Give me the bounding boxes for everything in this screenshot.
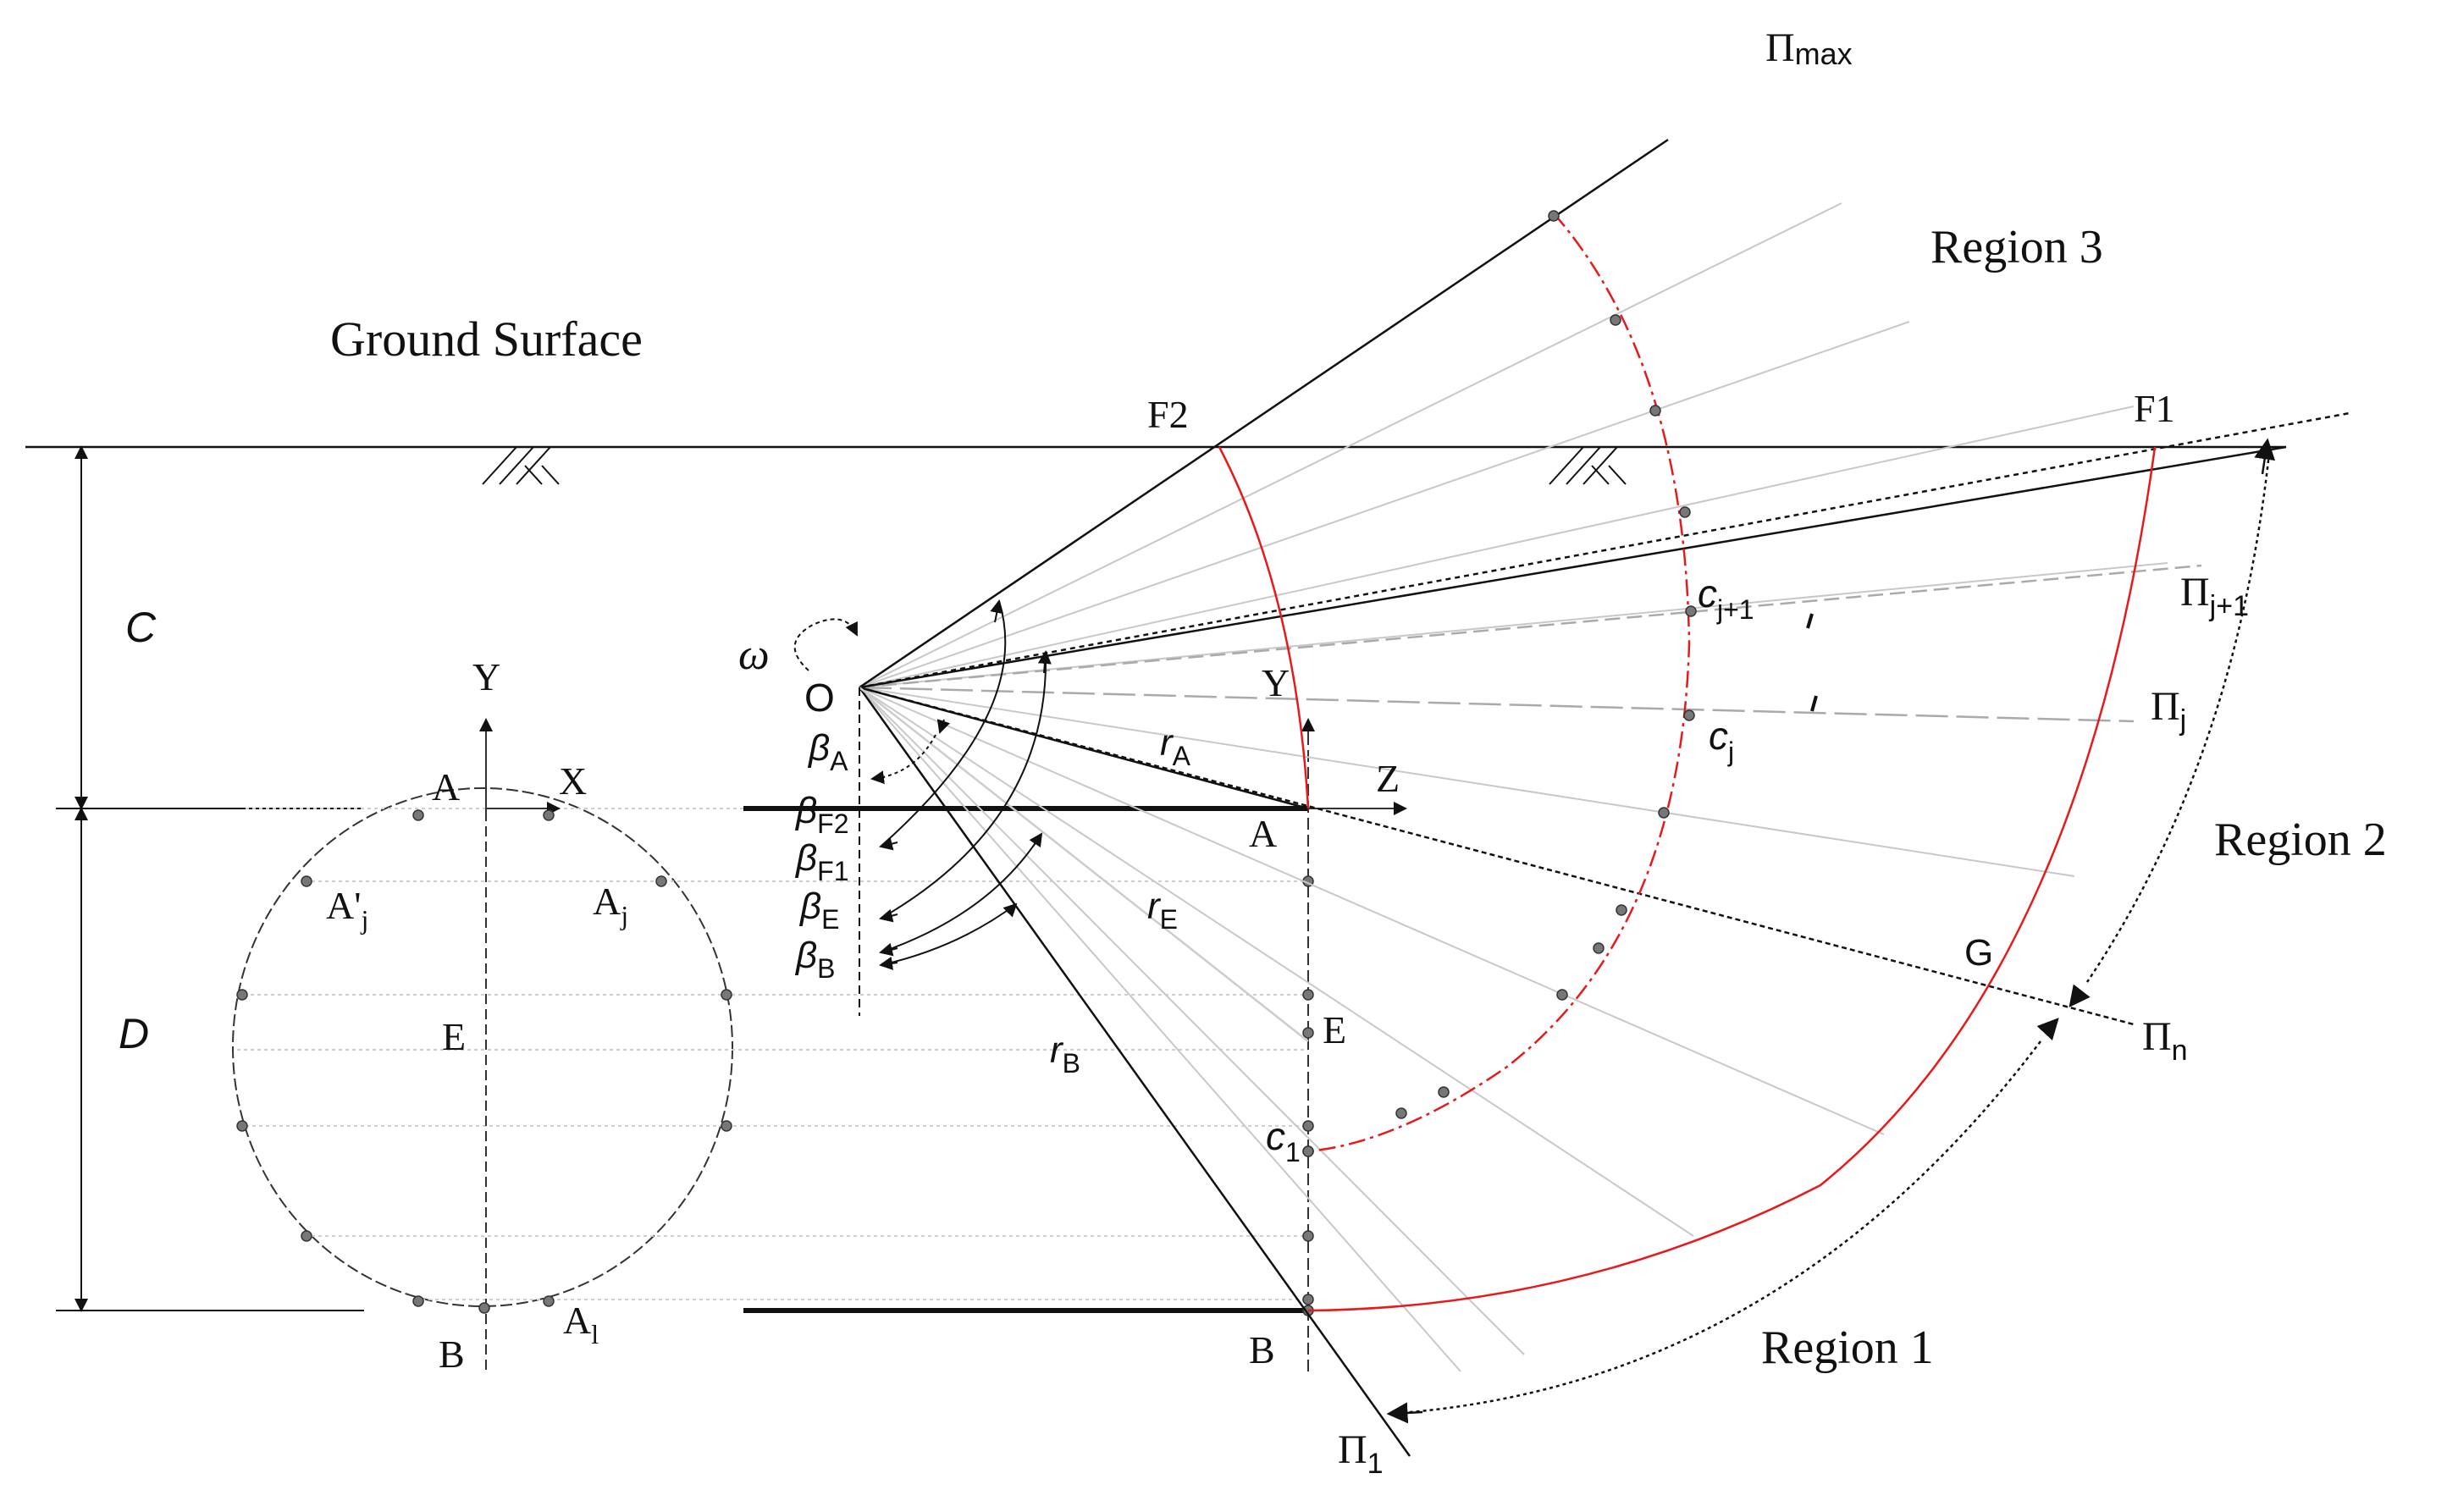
ground-hatch-right bbox=[1549, 446, 1627, 485]
f1-curve bbox=[1307, 446, 2157, 1312]
ground-surface-label: Ground Surface bbox=[330, 312, 643, 367]
pi-max-label: Πmax bbox=[1765, 25, 1853, 71]
region1-label: Region 1 bbox=[1761, 1322, 1934, 1374]
tunnel-center-e-label: E bbox=[442, 1015, 466, 1058]
cj-label: cj bbox=[1709, 714, 1734, 767]
f1-solid-line bbox=[859, 445, 2287, 689]
rb-label: rB bbox=[1050, 1029, 1080, 1079]
region3-label: Region 3 bbox=[1930, 221, 2103, 273]
tunnel-horizontal-slices bbox=[237, 808, 1308, 1300]
tunnel-x-axis-label: X bbox=[559, 759, 587, 803]
pi-j-line bbox=[859, 686, 2135, 723]
point-f1-label: F1 bbox=[2134, 387, 2175, 430]
point-apj-label: A'j bbox=[326, 884, 368, 935]
tunnel-bottom-b-label: B bbox=[439, 1333, 465, 1376]
beta-f2-label: βF2 bbox=[794, 790, 848, 839]
cj1-label: cj+1 bbox=[1698, 571, 1754, 625]
beta-b-label: βB bbox=[794, 935, 835, 984]
tunnel-profile bbox=[743, 718, 1407, 1371]
face-z-axis-label: Z bbox=[1376, 757, 1400, 800]
point-g-label: G bbox=[1964, 932, 1993, 974]
ground-surface bbox=[25, 445, 2286, 485]
radial-lines-light bbox=[859, 202, 2168, 1372]
pi-j1-label: Πj+1 bbox=[2180, 570, 2249, 622]
point-aj-label: Aj bbox=[593, 880, 628, 930]
d-dimension-label: D bbox=[119, 1010, 149, 1057]
red-curves bbox=[1218, 212, 2157, 1312]
omega-label: ω bbox=[738, 631, 770, 679]
beta-e-label: βE bbox=[798, 886, 839, 935]
face-top-a-label: A bbox=[1249, 812, 1277, 855]
point-o-label: O bbox=[804, 676, 835, 720]
tunnel-cross-section bbox=[232, 718, 1308, 1371]
c1-label: c1 bbox=[1266, 1114, 1301, 1167]
point-f2-label: F2 bbox=[1147, 393, 1189, 436]
slip-nodes bbox=[1302, 210, 1697, 1157]
beta-f1-label: βF1 bbox=[794, 837, 848, 886]
f2-curve bbox=[1218, 446, 1310, 809]
rA-line bbox=[859, 686, 1309, 810]
outer-arc bbox=[1386, 438, 2276, 1424]
f1-line bbox=[859, 411, 2350, 689]
angle-arcs bbox=[859, 599, 1052, 1016]
pi-1-label: Π1 bbox=[1338, 1427, 1384, 1480]
beta-a-label: βA bbox=[807, 727, 848, 776]
point-a1-label: Al bbox=[563, 1299, 599, 1349]
face-e-label: E bbox=[1323, 1008, 1346, 1051]
tunnel-nodes bbox=[236, 809, 732, 1314]
ground-hatch-left bbox=[482, 446, 560, 485]
inner-dashed-curve bbox=[1307, 212, 1691, 1153]
pi-n-label: Πn bbox=[2142, 1014, 2188, 1067]
tunnel-top-a-label: A bbox=[432, 765, 460, 808]
dimension-lines bbox=[56, 445, 364, 1312]
tunnel-y-axis-label: Y bbox=[472, 655, 500, 698]
radial-lines-main bbox=[858, 138, 2350, 1457]
pi-j-label: Πj bbox=[2151, 684, 2186, 737]
pi-max-line bbox=[859, 138, 1669, 689]
face-bottom-b-label: B bbox=[1249, 1328, 1275, 1371]
re-label: rE bbox=[1147, 886, 1178, 935]
c-dimension-label: C bbox=[125, 604, 157, 651]
face-y-axis-label: Y bbox=[1262, 661, 1290, 704]
region2-label: Region 2 bbox=[2214, 814, 2387, 866]
pi-1-line bbox=[858, 687, 1411, 1457]
omega-rotation-arc bbox=[793, 618, 858, 671]
ra-label: rA bbox=[1160, 722, 1191, 771]
pi-j1-line bbox=[859, 564, 2202, 689]
